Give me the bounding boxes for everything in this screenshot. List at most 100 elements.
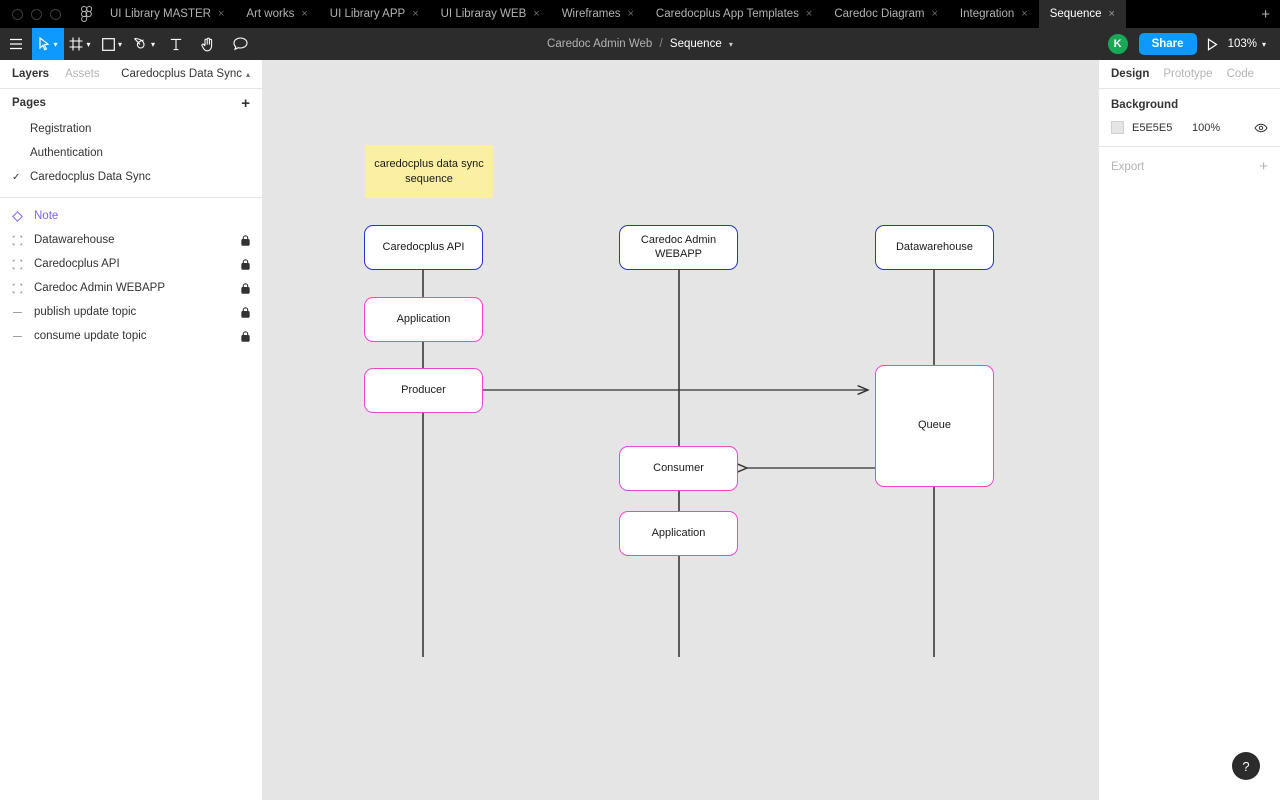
- close-icon[interactable]: ×: [1021, 7, 1028, 20]
- close-icon[interactable]: ×: [412, 7, 419, 20]
- node-producer[interactable]: Producer: [364, 368, 483, 413]
- main-menu-button[interactable]: [0, 28, 32, 60]
- new-tab-button[interactable]: +: [1261, 5, 1270, 23]
- group-icon: [12, 235, 34, 246]
- lock-icon[interactable]: [241, 282, 250, 294]
- browser-tab-bar: UI Library MASTER×Art works×UI Library A…: [0, 0, 1280, 28]
- panel-divider: [0, 197, 262, 198]
- avatar[interactable]: K: [1106, 33, 1129, 55]
- add-page-button[interactable]: +: [241, 94, 250, 112]
- tab-item[interactable]: Sequence ×: [1038, 0, 1126, 28]
- node-queue[interactable]: Queue: [875, 365, 994, 487]
- node-consumer[interactable]: Consumer: [619, 446, 738, 491]
- sticky-note[interactable]: caredocplus data sync sequence: [365, 145, 493, 198]
- background-row: E5E5E5 100%: [1099, 121, 1280, 134]
- lock-icon[interactable]: [241, 306, 250, 318]
- tab-label: Caredoc Diagram: [834, 8, 925, 20]
- tab-item[interactable]: Wireframes×: [551, 0, 645, 28]
- page-item[interactable]: Registration: [0, 117, 262, 141]
- title-separator: /: [659, 38, 663, 50]
- close-icon[interactable]: ×: [627, 7, 634, 20]
- chevron-down-icon[interactable]: ▾: [117, 39, 122, 49]
- tab-item[interactable]: UI Libraray WEB×: [430, 0, 551, 28]
- help-button[interactable]: ?: [1232, 752, 1260, 780]
- file-selector[interactable]: Caredocplus Data Sync ▴: [121, 68, 250, 80]
- tab-item[interactable]: UI Library APP×: [319, 0, 430, 28]
- tab-item[interactable]: UI Library MASTER×: [99, 0, 235, 28]
- hand-tool-button[interactable]: [192, 28, 224, 60]
- close-icon[interactable]: ×: [217, 7, 225, 20]
- pen-tool-button[interactable]: ▾: [128, 28, 160, 60]
- background-hex-value[interactable]: E5E5E5: [1132, 121, 1173, 134]
- frame-tool-button[interactable]: ▾: [64, 28, 96, 60]
- tab-prototype[interactable]: Prototype: [1163, 68, 1213, 80]
- lock-icon[interactable]: [241, 330, 250, 342]
- eye-icon[interactable]: [1254, 123, 1268, 133]
- chevron-down-icon[interactable]: ▾: [1261, 39, 1266, 49]
- layer-label: Caredocplus API: [34, 258, 120, 270]
- right-sidebar: Design Prototype Code Background E5E5E5 …: [1098, 60, 1280, 800]
- page-item[interactable]: ✓Caredocplus Data Sync: [0, 165, 262, 189]
- figma-logo-icon[interactable]: [73, 6, 99, 22]
- text-tool-button[interactable]: [160, 28, 192, 60]
- lifeline-header-caredoc-admin-webapp[interactable]: Caredoc Admin WEBAPP: [619, 225, 738, 270]
- close-icon[interactable]: ×: [533, 7, 540, 20]
- tab-label: Sequence: [1049, 8, 1102, 20]
- tab-item[interactable]: Integration×: [949, 0, 1039, 28]
- page-name-label[interactable]: Sequence: [669, 38, 722, 50]
- share-button[interactable]: Share: [1138, 32, 1197, 56]
- chevron-down-icon[interactable]: ▾: [53, 39, 58, 49]
- tab-layers[interactable]: Layers: [12, 68, 50, 80]
- background-title: Background: [1111, 99, 1179, 111]
- move-tool-button[interactable]: ▾: [32, 28, 64, 60]
- editor-toolbar: ▾ ▾ ▾ ▾ Caredoc Admin Web / Sequence ▾ K…: [0, 28, 1280, 60]
- page-label: Registration: [30, 123, 92, 135]
- add-export-button[interactable]: +: [1259, 158, 1268, 175]
- close-icon[interactable]: ×: [1108, 7, 1115, 20]
- tab-label: Caredocplus App Templates: [655, 8, 799, 20]
- maximize-icon[interactable]: [50, 8, 61, 20]
- lifeline-header-datawarehouse[interactable]: Datawarehouse: [875, 225, 994, 270]
- page-item[interactable]: Authentication: [0, 141, 262, 165]
- lock-icon[interactable]: [241, 234, 250, 246]
- chevron-down-icon[interactable]: ▾: [150, 39, 155, 49]
- group-icon: [12, 283, 34, 294]
- close-icon[interactable]: ×: [931, 7, 938, 20]
- layer-item[interactable]: Datawarehouse: [0, 228, 262, 252]
- tab-label: Art works: [246, 8, 295, 20]
- background-opacity-value[interactable]: 100%: [1192, 121, 1221, 134]
- close-icon[interactable]: ×: [301, 7, 308, 20]
- tab-item[interactable]: Caredocplus App Templates ×: [645, 0, 823, 28]
- lock-icon[interactable]: [241, 258, 250, 270]
- layer-item[interactable]: Caredocplus API: [0, 252, 262, 276]
- node-application-webapp[interactable]: Application: [619, 511, 738, 556]
- minimize-icon[interactable]: [31, 8, 42, 20]
- check-icon: ✓: [12, 171, 21, 183]
- layer-item[interactable]: Note: [0, 204, 262, 228]
- layer-label: consume update topic: [34, 330, 147, 342]
- tab-assets[interactable]: Assets: [65, 68, 100, 80]
- present-icon[interactable]: [1207, 37, 1218, 51]
- shape-tool-button[interactable]: ▾: [96, 28, 128, 60]
- tab-item[interactable]: Caredoc Diagram ×: [823, 0, 949, 28]
- color-swatch[interactable]: [1111, 121, 1124, 134]
- chevron-down-icon[interactable]: ▾: [86, 39, 91, 49]
- export-section: Export +: [1099, 147, 1280, 186]
- tab-design[interactable]: Design: [1111, 68, 1150, 80]
- design-canvas[interactable]: caredocplus data sync sequence Caredocpl…: [263, 60, 1098, 800]
- lifeline-header-caredocplus-api[interactable]: Caredocplus API: [364, 225, 483, 270]
- comment-tool-button[interactable]: [224, 28, 256, 60]
- file-name-label[interactable]: Caredoc Admin Web: [547, 38, 653, 50]
- tab-item[interactable]: Art works ×: [235, 0, 318, 28]
- chevron-down-icon[interactable]: ▾: [728, 40, 733, 49]
- close-icon[interactable]: ×: [805, 7, 813, 20]
- layer-label: Datawarehouse: [34, 234, 115, 246]
- layer-item[interactable]: publish update topic: [0, 300, 262, 324]
- layer-item[interactable]: Caredoc Admin WEBAPP: [0, 276, 262, 300]
- close-icon[interactable]: [12, 8, 23, 20]
- tab-code[interactable]: Code: [1226, 68, 1255, 80]
- layer-item[interactable]: consume update topic: [0, 324, 262, 348]
- zoom-level-button[interactable]: 103% ▾: [1228, 38, 1266, 50]
- node-application-api[interactable]: Application: [364, 297, 483, 342]
